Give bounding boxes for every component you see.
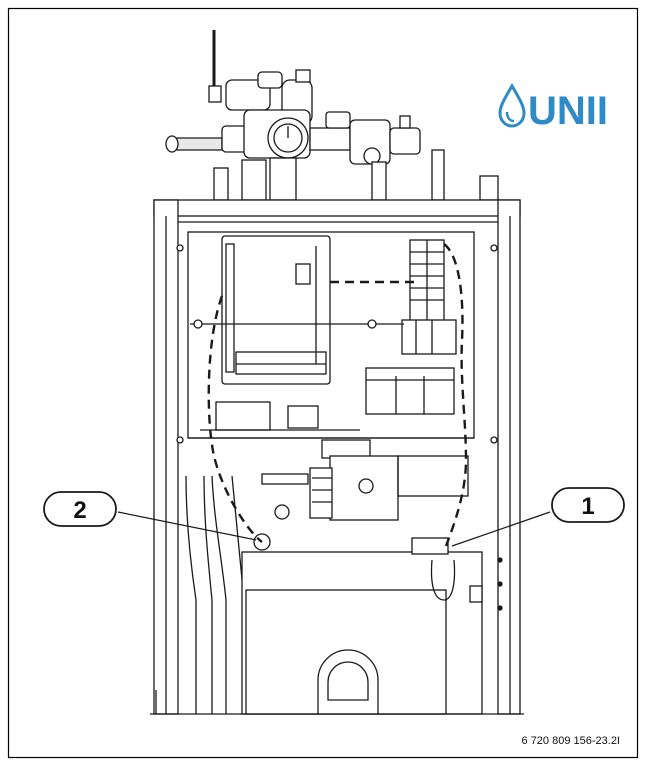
callout-2-badge — [43, 491, 117, 527]
diagram-border — [7, 7, 639, 759]
callout-2-number: 2 — [73, 497, 86, 524]
cable-routes — [207, 243, 468, 547]
callout-2: 2 — [43, 491, 257, 541]
relay-module — [365, 367, 455, 415]
watermark: UNII — [498, 83, 608, 133]
cabinet — [150, 199, 524, 715]
leader-line-1 — [451, 511, 551, 547]
callout-1-badge — [551, 487, 625, 523]
figure-reference: 6 720 809 156-23.2I — [522, 735, 620, 747]
leader-line-2 — [117, 511, 257, 541]
valve-assembly — [165, 30, 499, 201]
callout-1: 1 — [451, 487, 625, 547]
callout-1-number: 1 — [581, 493, 594, 520]
watermark-text: UNII — [528, 89, 608, 133]
unit-drawing — [150, 30, 524, 715]
heater-cap — [321, 439, 371, 459]
water-drop-icon — [498, 83, 526, 128]
